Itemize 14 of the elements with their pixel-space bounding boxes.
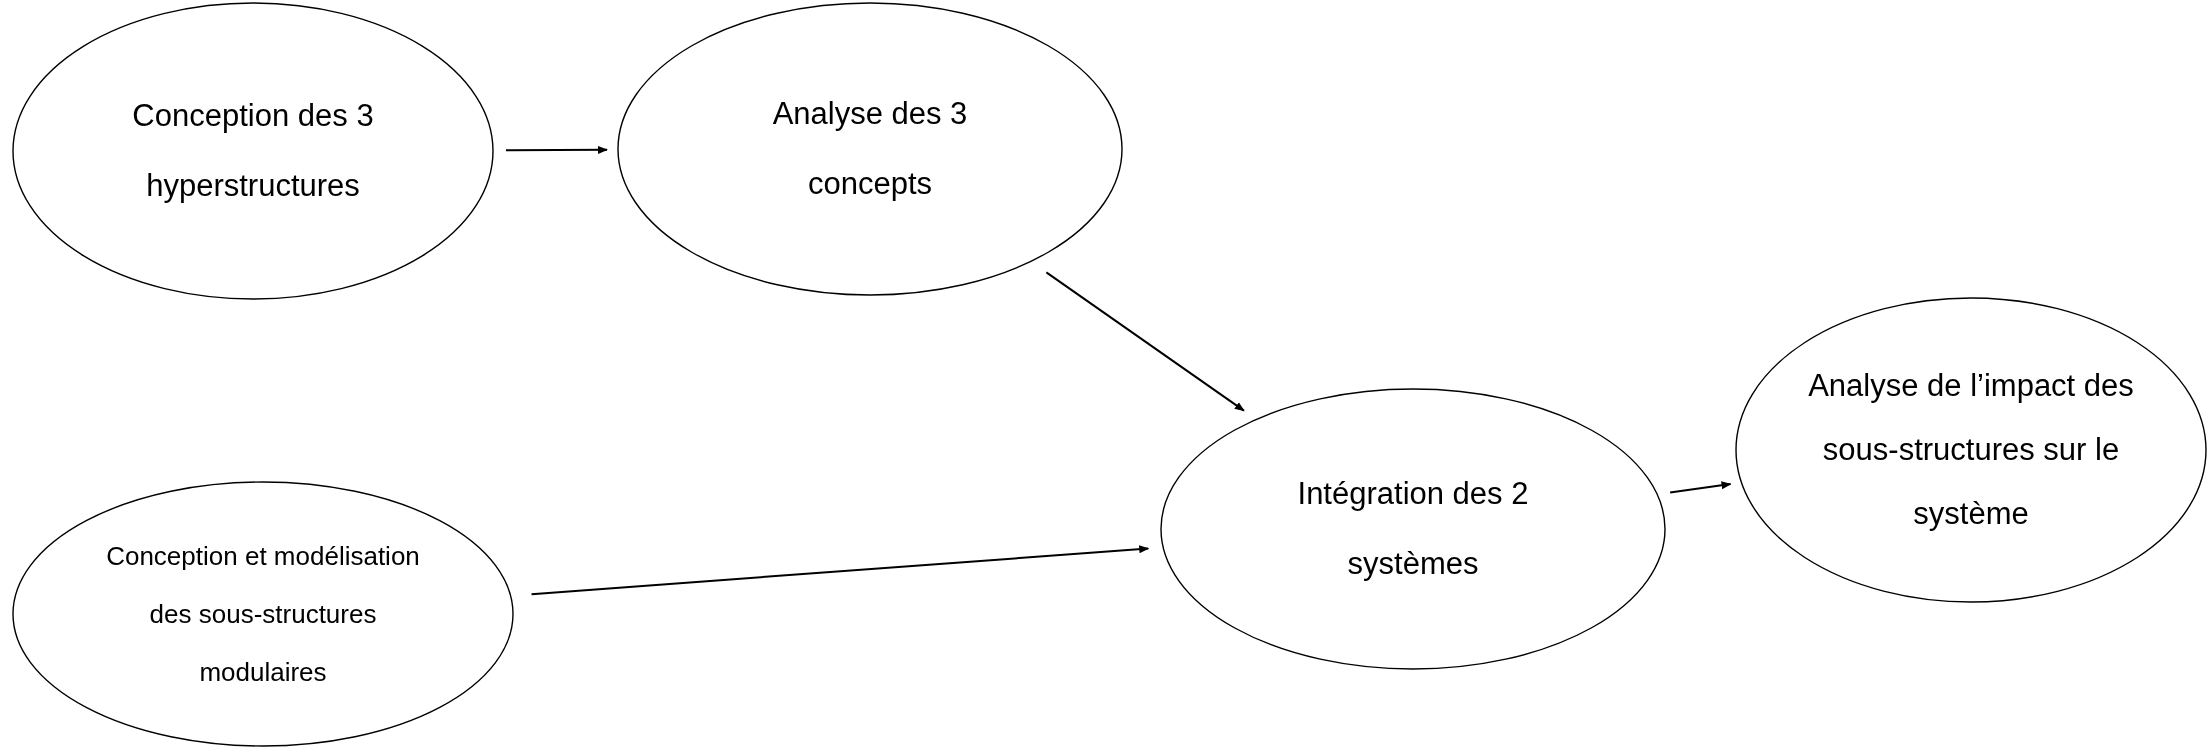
node-label: Conception et modélisation des sous-structures modulaires — [105, 540, 421, 689]
node-label: Analyse de l’impact des sous-structures sur le système — [1807, 367, 2135, 533]
process-ellipse — [1735, 297, 2207, 603]
arrow — [530, 545, 1150, 596]
arrow — [505, 145, 608, 154]
process-ellipse — [1160, 388, 1666, 670]
process-ellipse — [12, 2, 494, 300]
arrow — [1045, 271, 1245, 412]
process-ellipse — [12, 481, 514, 747]
arrow — [1669, 481, 1732, 494]
node-label: Conception des 3 hyperstructures — [131, 97, 375, 205]
process-ellipse — [617, 2, 1123, 296]
node-label: Intégration des 2 systèmes — [1296, 475, 1530, 583]
node-label: Analyse des 3 concepts — [771, 95, 969, 203]
